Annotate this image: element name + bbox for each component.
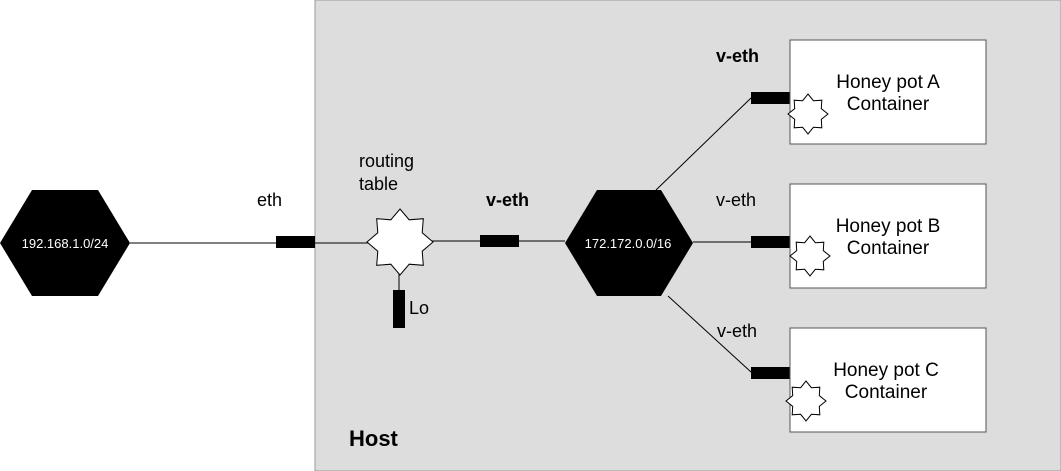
lo-label: Lo [409,298,429,318]
router-veth-port [480,235,519,247]
container-b-name: Honey pot B [836,216,941,237]
container-b-box [789,183,987,289]
veth-b-label: v-eth [716,190,756,210]
router-veth-label: v-eth [486,190,529,210]
external-network-label: 192.168.1.0/24 [22,236,109,251]
routing-table-node [366,208,434,276]
container-b-endpoint [789,235,831,277]
container-a-endpoint [787,93,829,135]
veth-a-label: v-eth [716,46,759,66]
host-label: Host [349,426,399,451]
internal-network-label: 172.172.0.0/16 [585,236,672,251]
lo-port [393,290,405,328]
container-c-name: Honey pot C [833,360,939,381]
container-c-type: Container [845,382,928,403]
external-network-node [0,190,130,296]
routing-table-label-line2: table [359,174,398,194]
veth-a-port [751,92,790,104]
container-a-box [789,39,987,145]
eth-label: eth [257,190,282,210]
container-a-type: Container [847,94,930,115]
container-b-type: Container [847,238,930,259]
routing-table-label-line1: routing [359,151,414,171]
container-c-endpoint [785,380,827,422]
eth-port [276,236,315,248]
veth-c-label: v-eth [717,321,757,341]
link-bridge-to-c [667,295,752,373]
veth-c-port [751,367,790,379]
link-bridge-to-a [655,97,752,191]
internal-network-node [565,190,693,296]
container-c-box [789,327,987,433]
container-a-name: Honey pot A [836,72,940,93]
veth-b-port [751,236,790,248]
